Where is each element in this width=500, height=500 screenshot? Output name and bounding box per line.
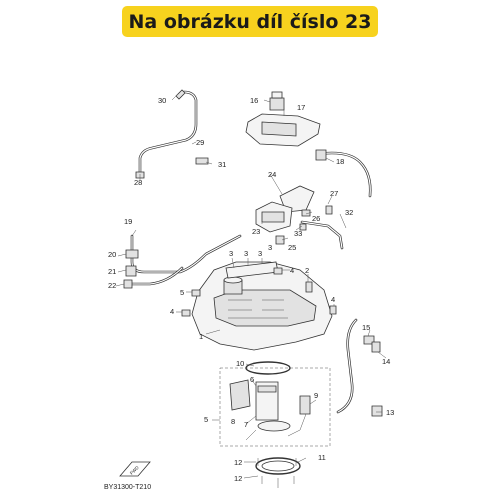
callout-25: 25	[288, 243, 296, 252]
callout-4b: 4	[331, 295, 335, 304]
sensor-9	[299, 395, 311, 415]
clip-18	[315, 149, 327, 161]
callout-5a: 5	[180, 288, 184, 297]
callout-23: 23	[252, 227, 260, 236]
callout-15: 15	[362, 323, 370, 332]
screw-25	[275, 235, 285, 245]
callout-17: 17	[297, 103, 305, 112]
breather-hose-29	[138, 90, 198, 176]
connector-13	[371, 405, 383, 417]
callout-3c: 3	[258, 249, 262, 258]
clip-30	[175, 89, 186, 100]
hose-32	[300, 220, 344, 250]
callout-20: 20	[108, 250, 116, 259]
callout-27: 27	[330, 189, 338, 198]
callout-2: 2	[305, 266, 309, 275]
gasket-10	[245, 361, 291, 375]
connector-21	[125, 265, 137, 277]
callout-11: 11	[318, 453, 326, 462]
callout-21: 21	[108, 267, 116, 276]
callout-3d: 3	[268, 243, 272, 252]
callout-5b: 5	[204, 415, 208, 424]
callout-7: 7	[244, 420, 248, 429]
callout-22: 22	[108, 281, 116, 290]
header-title: Na obrázku díl číslo 23	[128, 10, 372, 33]
callout-3a: 3	[229, 249, 233, 258]
clip-31	[195, 157, 209, 165]
bolt-2	[305, 281, 313, 293]
callout-30: 30	[158, 96, 166, 105]
hose-13	[336, 318, 358, 414]
callout-3b: 3	[244, 249, 248, 258]
connector-14	[371, 341, 381, 353]
screw-26	[301, 209, 311, 217]
ring-11	[255, 457, 301, 475]
callout-31: 31	[218, 160, 226, 169]
callout-29: 29	[196, 138, 204, 147]
clip-20	[125, 249, 139, 259]
forward-direction-arrow-icon: FWD	[119, 461, 151, 477]
callout-9: 9	[314, 391, 318, 400]
callout-32: 32	[345, 208, 353, 217]
callout-33: 33	[294, 229, 302, 238]
callout-26: 26	[312, 214, 320, 223]
callout-4c: 4	[170, 307, 174, 316]
hose-18	[316, 151, 372, 198]
forward-direction-text: FWD	[129, 464, 140, 475]
callout-6: 6	[250, 375, 254, 384]
header-banner: Na obrázku díl číslo 23	[122, 6, 378, 37]
fuel-pump-assembly-box	[219, 367, 331, 447]
callout-labels: 1 2 3 3 3 3 4 4 4 5 5 6 7 8 9 10 11 12 1…	[108, 96, 394, 483]
bolts-12	[257, 458, 297, 488]
callout-12b: 12	[234, 474, 242, 483]
screw-27	[325, 205, 333, 215]
clip-22	[123, 279, 133, 289]
callout-14: 14	[382, 357, 390, 366]
callout-4a: 4	[290, 266, 294, 275]
bolt-4c	[181, 309, 191, 317]
callout-18: 18	[336, 157, 344, 166]
callout-16: 16	[250, 96, 258, 105]
bolt-5	[191, 289, 201, 297]
reference-code: BY31300-T210	[104, 484, 152, 491]
callout-10: 10	[236, 359, 244, 368]
leader-lines	[115, 93, 387, 479]
bolt-4	[273, 267, 283, 275]
filter-8	[229, 379, 251, 411]
callout-8: 8	[231, 417, 235, 426]
callout-13: 13	[386, 408, 394, 417]
callout-19: 19	[124, 217, 132, 226]
bolt-4b	[329, 305, 337, 315]
callout-28: 28	[134, 178, 142, 187]
callout-24: 24	[268, 170, 276, 179]
callout-1: 1	[199, 332, 203, 341]
cap-16	[269, 97, 285, 111]
callout-12a: 12	[234, 458, 242, 467]
screw-33	[299, 223, 307, 231]
